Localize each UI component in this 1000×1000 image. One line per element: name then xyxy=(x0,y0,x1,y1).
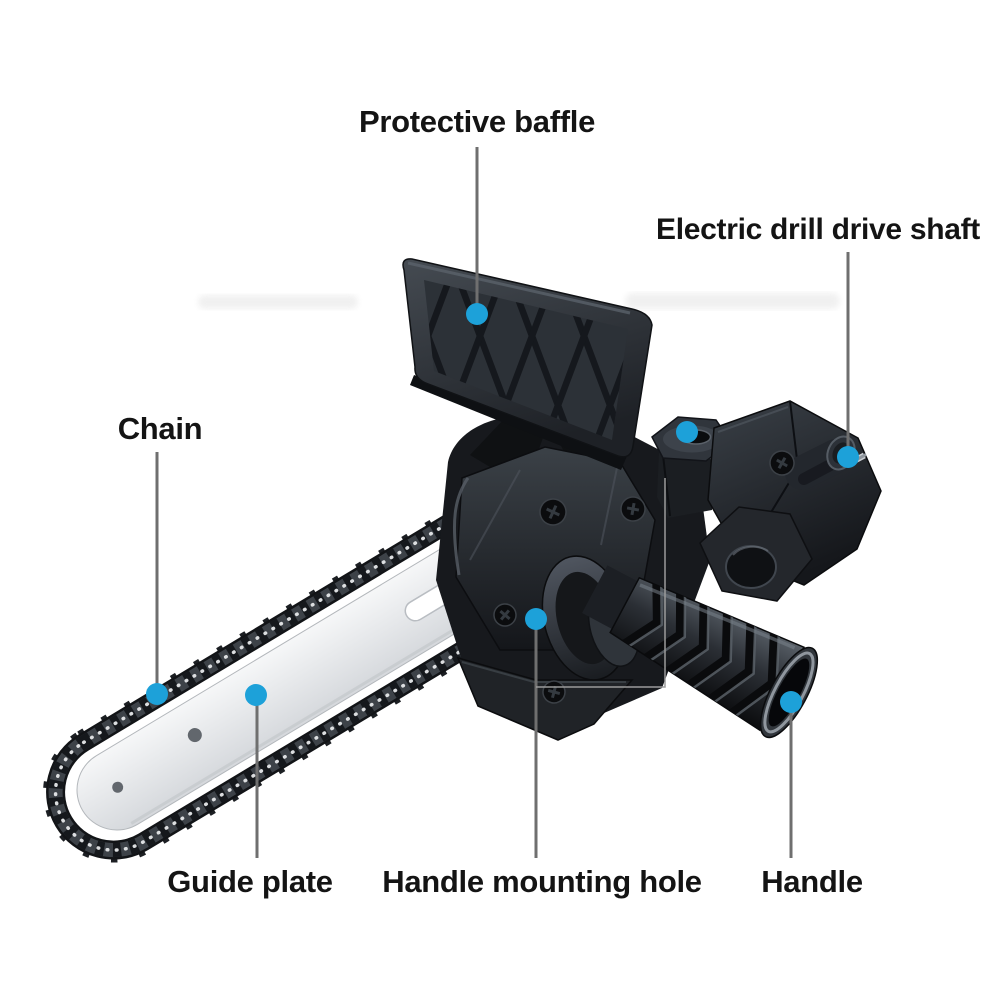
label-protective-baffle: Protective baffle xyxy=(358,104,596,139)
label-handle: Handle xyxy=(761,864,863,899)
callout-dot-chain xyxy=(146,683,168,705)
leader-branch-handle-mounting-hole xyxy=(536,478,666,688)
callout-dot-protective-baffle xyxy=(466,303,488,325)
label-guide-plate: Guide plate xyxy=(167,864,333,899)
baffle-diamond-lattice xyxy=(424,280,628,440)
callout-dot-top-hex-hole xyxy=(676,421,698,443)
label-handle-mounting-hole: Handle mounting hole xyxy=(382,864,702,899)
label-electric-drill-drive-shaft: Electric drill drive shaft xyxy=(656,213,980,246)
watermark-smudge xyxy=(625,293,840,309)
side-boss xyxy=(725,545,777,589)
guide-plate-part xyxy=(76,533,523,831)
label-chain: Chain xyxy=(117,411,203,446)
bar-rivet-hole xyxy=(112,781,124,793)
callout-dot-guide-plate xyxy=(245,684,267,706)
callout-dot-handle xyxy=(780,691,802,713)
bar-hole xyxy=(187,728,202,743)
handle-chevron-ribs xyxy=(616,576,781,718)
watermark-smudge xyxy=(198,295,358,309)
leader-lines xyxy=(155,147,850,858)
guide-plate-and-chain xyxy=(43,503,548,863)
callout-dot-handle-mounting-hole xyxy=(525,608,547,630)
drive-housing-part xyxy=(699,400,882,602)
callout-dots xyxy=(146,303,859,713)
callout-dot-drive-shaft xyxy=(837,446,859,468)
